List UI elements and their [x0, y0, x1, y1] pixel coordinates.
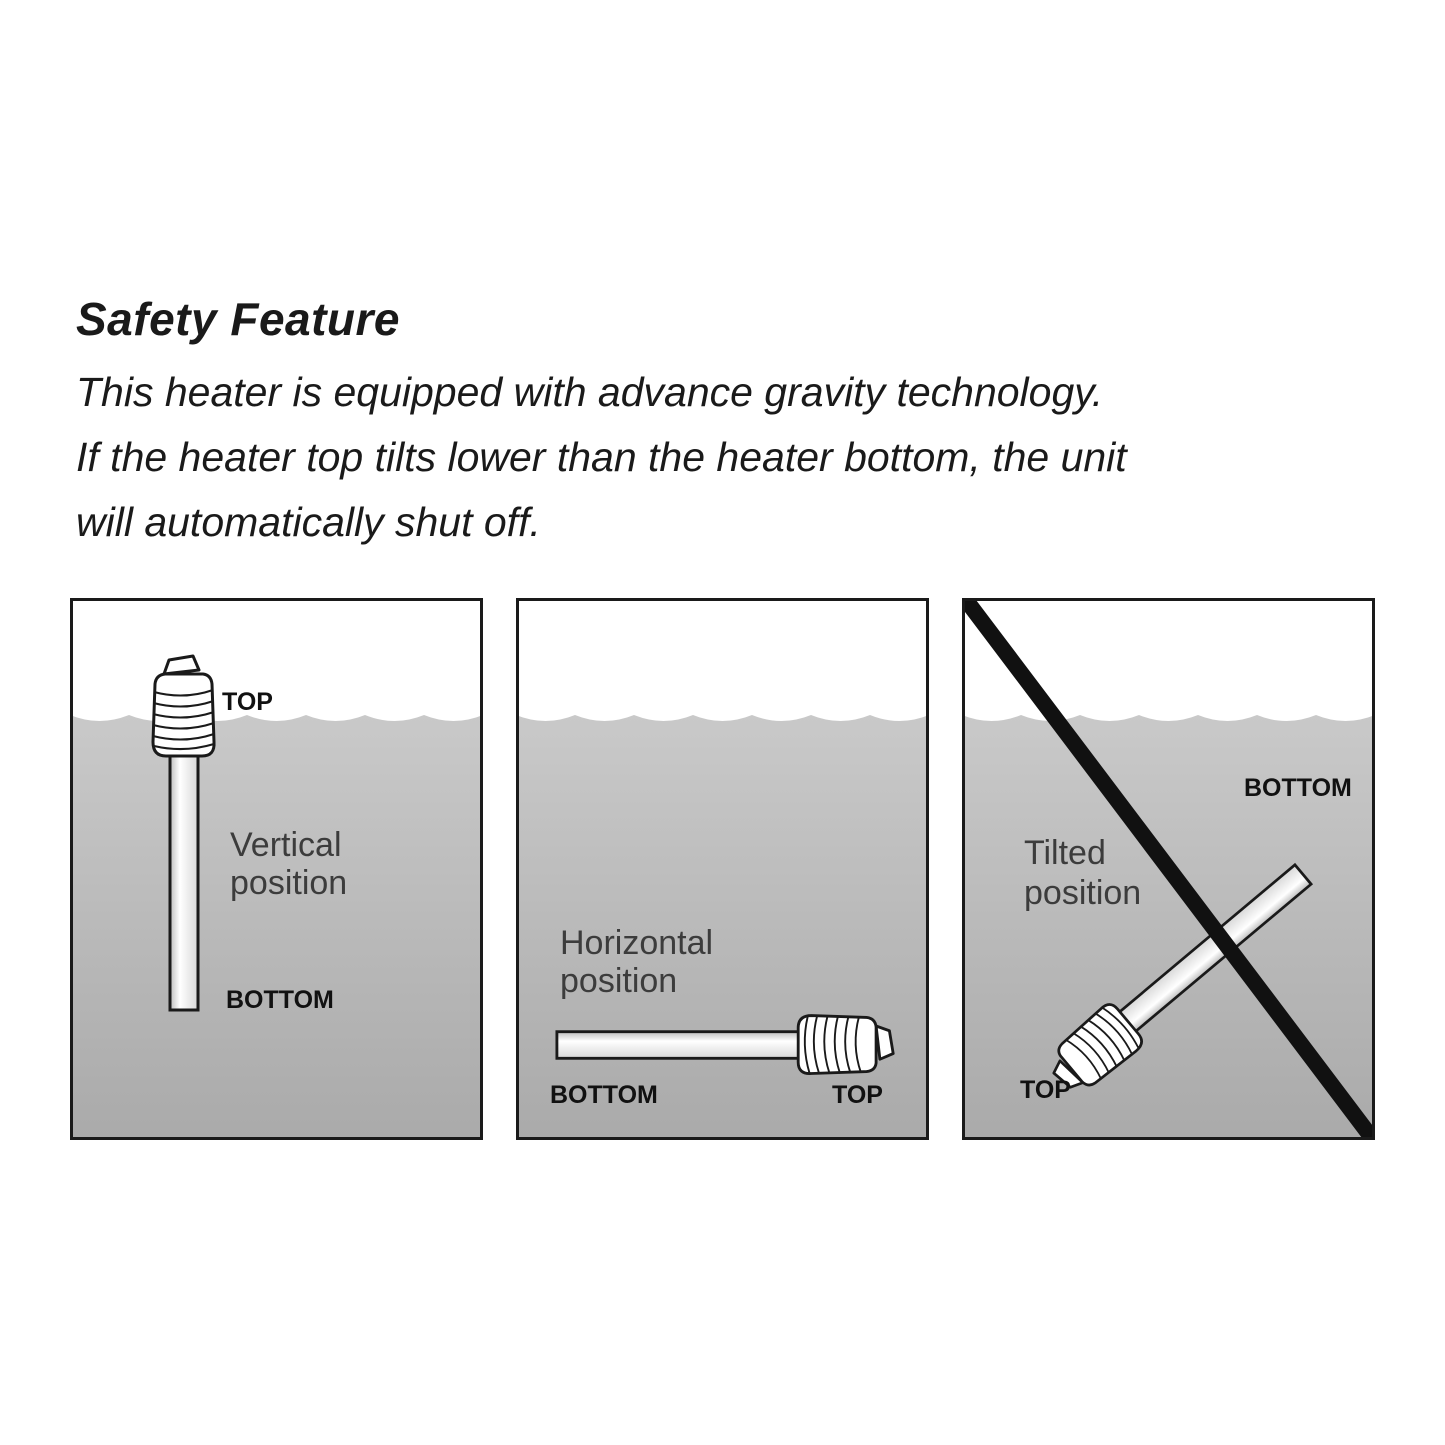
- position-label-line2: position: [1024, 874, 1141, 912]
- description-line-2: If the heater top tilts lower than the h…: [76, 434, 1127, 480]
- panel-border: [516, 598, 929, 1140]
- panel-horizontal-position: Horizontal position BOTTOM TOP: [516, 598, 929, 1140]
- top-label: TOP: [222, 688, 273, 716]
- position-label-line1: Horizontal: [560, 924, 713, 962]
- bottom-label: BOTTOM: [226, 986, 334, 1014]
- position-label-line1: Tilted: [1024, 834, 1106, 872]
- position-diagrams: TOP Vertical position BOTTOM Horizontal …: [70, 598, 1375, 1140]
- water-fill: [962, 715, 1375, 1140]
- description-line-1: This heater is equipped with advance gra…: [76, 369, 1104, 415]
- panel-vertical-position: TOP Vertical position BOTTOM: [70, 598, 483, 1140]
- description-line-3: will automatically shut off.: [76, 499, 541, 545]
- bottom-label: BOTTOM: [1244, 774, 1352, 802]
- top-label: TOP: [1020, 1076, 1071, 1104]
- position-label-line2: position: [560, 962, 677, 1000]
- bottom-label: BOTTOM: [550, 1081, 658, 1109]
- water-fill: [70, 715, 483, 1140]
- position-label-line1: Vertical: [230, 826, 342, 864]
- prohibition-cross: [962, 598, 1375, 1140]
- panel-border: [70, 598, 483, 1140]
- position-label-line2: position: [230, 864, 347, 902]
- section-description: This heater is equipped with advance gra…: [76, 360, 1127, 555]
- panel-tilted-position: BOTTOM Tilted position TOP: [962, 598, 1375, 1140]
- top-label: TOP: [832, 1081, 883, 1109]
- section-title: Safety Feature: [76, 293, 401, 345]
- panel-border: [962, 598, 1375, 1140]
